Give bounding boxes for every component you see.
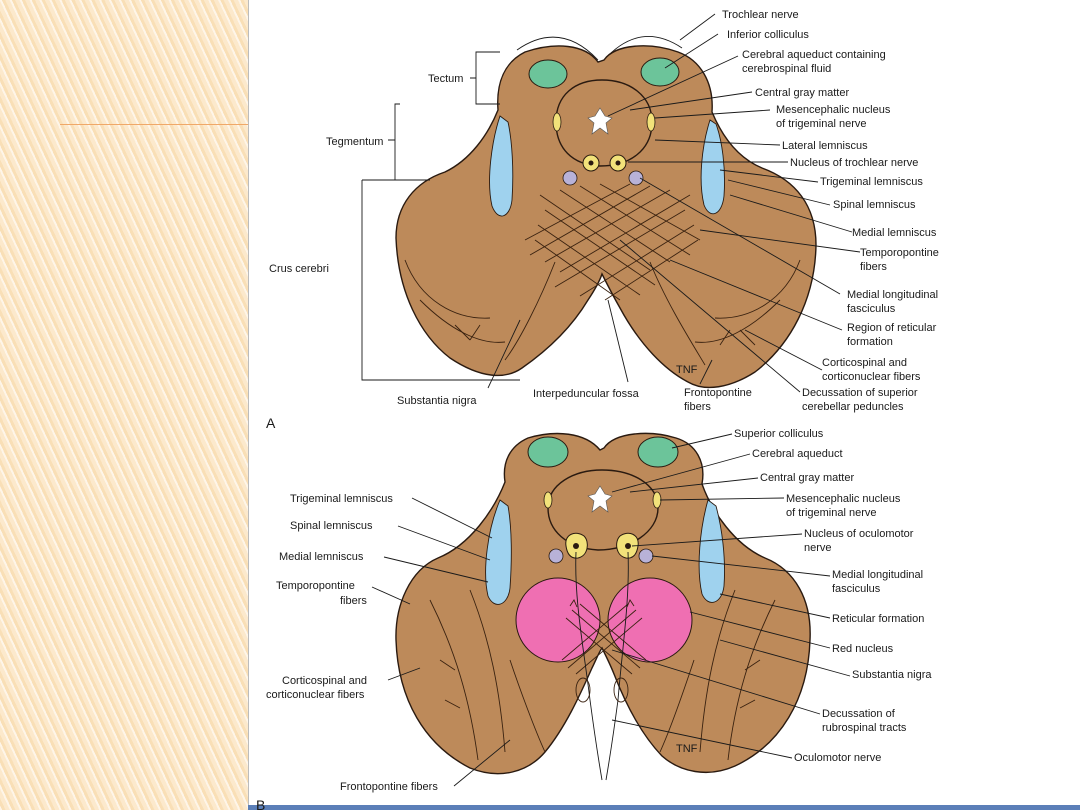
label-frontopontine-a-1: Frontopontine xyxy=(684,387,752,399)
label-aqueduct-2: cerebrospinal fluid xyxy=(742,63,831,75)
label-tegmentum: Tegmentum xyxy=(326,136,383,148)
label-crus-cerebri: Crus cerebri xyxy=(269,263,329,275)
leaders-a xyxy=(487,13,861,393)
lemniscus-left-b xyxy=(485,499,512,605)
label-mesenceph-b-2: of trigeminal nerve xyxy=(786,507,877,519)
mlf-right-a xyxy=(628,170,644,186)
mlf-right-b xyxy=(638,548,654,564)
superior-colliculus-right xyxy=(637,436,679,468)
mesencephalic-nucleus-left xyxy=(552,112,562,132)
mlf-left-b xyxy=(548,548,564,564)
panel-a-letter: A xyxy=(266,415,276,431)
label-temporopontine-a-1: Temporopontine xyxy=(860,247,939,259)
accent-line xyxy=(60,124,250,125)
superior-colliculus-left xyxy=(527,436,569,468)
label-superior-colliculus: Superior colliculus xyxy=(734,428,824,440)
central-gray-b xyxy=(547,469,659,551)
label-lateral-lemniscus: Lateral lemniscus xyxy=(782,140,868,152)
signature-b: TNF xyxy=(676,743,698,755)
label-oculomotor-nucleus-2: nerve xyxy=(804,542,832,554)
label-frontopontine-a-2: fibers xyxy=(684,401,711,413)
label-mesenceph-b-1: Mesencephalic nucleus xyxy=(786,493,901,505)
label-temporopontine-b-1: Temporopontine xyxy=(276,580,355,592)
label-mlf-a-2: fasciculus xyxy=(847,303,896,315)
label-temporopontine-b-2: fibers xyxy=(340,595,367,607)
label-mesenceph-a-1: Mesencephalic nucleus xyxy=(776,104,891,116)
panel-a: TNF xyxy=(266,9,939,431)
label-mlf-b-2: fasciculus xyxy=(832,583,881,595)
signature-a: TNF xyxy=(676,364,698,376)
label-medial-lemniscus-b: Medial lemniscus xyxy=(279,551,364,563)
label-central-gray-b: Central gray matter xyxy=(760,472,854,484)
small-structure-left xyxy=(575,677,591,703)
label-central-gray-a: Central gray matter xyxy=(755,87,849,99)
label-temporopontine-a-2: fibers xyxy=(860,261,887,273)
decorative-stripes xyxy=(0,0,250,810)
trochlear-nucleus-right-dot xyxy=(615,160,621,166)
label-decussation-a-2: cerebellar peduncles xyxy=(802,401,904,413)
mlf-left-a xyxy=(562,170,578,186)
label-nucleus-trochlear: Nucleus of trochlear nerve xyxy=(790,157,918,169)
label-trigeminal-lemniscus-b: Trigeminal lemniscus xyxy=(290,493,393,505)
label-corticospinal-b-1: Corticospinal and xyxy=(282,675,367,687)
panel-b-letter: B xyxy=(256,797,265,810)
oculomotor-nerve-fibers xyxy=(575,551,629,781)
contour-lines-a xyxy=(404,259,801,366)
label-red-nucleus: Red nucleus xyxy=(832,643,894,655)
label-corticospinal-b-2: corticonuclear fibers xyxy=(266,689,365,701)
oculomotor-nucleus-left-dot xyxy=(573,543,579,549)
contour-lines-b xyxy=(429,589,776,761)
lemniscus-right-b xyxy=(698,499,725,603)
label-oculomotor-nerve: Oculomotor nerve xyxy=(794,752,881,764)
label-substantia-nigra-a: Substantia nigra xyxy=(397,395,477,407)
leaders-b xyxy=(371,433,851,787)
label-corticospinal-a-2: corticonuclear fibers xyxy=(822,371,921,383)
label-trochlear-nerve: Trochlear nerve xyxy=(722,9,799,21)
label-spinal-lemniscus-b: Spinal lemniscus xyxy=(290,520,373,532)
label-decussation-b-2: rubrospinal tracts xyxy=(822,722,907,734)
mesencephalic-nucleus-right xyxy=(646,112,656,132)
trochlear-nucleus-left-dot xyxy=(588,160,594,166)
label-medial-lemniscus-a: Medial lemniscus xyxy=(852,227,937,239)
lemniscus-right-a xyxy=(700,119,725,215)
inferior-colliculus-left xyxy=(528,59,568,89)
oculomotor-nucleus-right-dot xyxy=(625,543,631,549)
label-trigeminal-lemniscus-a: Trigeminal lemniscus xyxy=(820,176,923,188)
label-mlf-a-1: Medial longitudinal xyxy=(847,289,938,301)
label-mesenceph-a-2: of trigeminal nerve xyxy=(776,118,867,130)
bottom-bar xyxy=(248,805,1080,810)
label-interpeduncular: Interpeduncular fossa xyxy=(533,388,640,400)
label-aqueduct-1: Cerebral aqueduct containing xyxy=(742,49,886,61)
mesencephalic-nucleus-b-left xyxy=(543,491,553,509)
label-spinal-lemniscus-a: Spinal lemniscus xyxy=(833,199,916,211)
label-corticospinal-a-1: Corticospinal and xyxy=(822,357,907,369)
label-decussation-b-1: Decussation of xyxy=(822,708,896,720)
label-decussation-a-1: Decussation of superior xyxy=(802,387,918,399)
label-reticular-a-1: Region of reticular xyxy=(847,322,937,334)
red-nucleus-left xyxy=(515,577,601,663)
panel-b: TNF B xyxy=(256,428,932,810)
label-frontopontine-b: Frontopontine fibers xyxy=(340,781,438,793)
decussation-hatch-a xyxy=(524,183,701,301)
label-cerebral-aqueduct-b: Cerebral aqueduct xyxy=(752,448,843,460)
cerebral-aqueduct-a xyxy=(587,107,613,135)
label-inferior-colliculus: Inferior colliculus xyxy=(727,29,809,41)
label-reticular-b: Reticular formation xyxy=(832,613,924,625)
label-oculomotor-nucleus-1: Nucleus of oculomotor xyxy=(804,528,914,540)
brackets-a xyxy=(361,51,520,381)
small-structure-right xyxy=(613,677,629,703)
label-reticular-a-2: formation xyxy=(847,336,893,348)
label-tectum: Tectum xyxy=(428,73,463,85)
red-nucleus-right xyxy=(607,577,693,663)
label-substantia-nigra-b: Substantia nigra xyxy=(852,669,932,681)
label-mlf-b-1: Medial longitudinal xyxy=(832,569,923,581)
lemniscus-left-a xyxy=(489,115,514,217)
cerebral-aqueduct-b xyxy=(587,485,613,513)
mesencephalic-nucleus-b-right xyxy=(652,491,662,509)
